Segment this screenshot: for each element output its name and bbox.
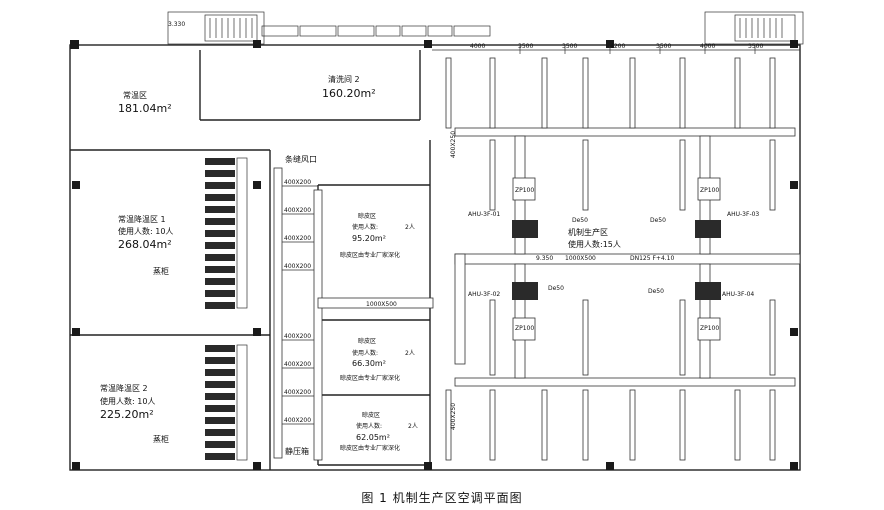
drying3-users: 使用人数: [356, 422, 382, 430]
room-cleaning-area: 160.20m² [322, 87, 376, 100]
strip-outlet-label: 条缝风口 [285, 154, 317, 164]
room-cool2-cabinet: 蒸柜 [153, 434, 169, 444]
dim-1: 4000 [470, 43, 485, 50]
room-cleaning-name: 清洗间 2 [328, 74, 360, 84]
drying1-count: 2人 [405, 224, 415, 231]
steam-cabinets-1 [205, 157, 248, 309]
level-mark: 9.350 [536, 255, 553, 262]
drying3-name: 晾皮区 [362, 411, 380, 419]
drying1-area: 95.20m² [352, 234, 386, 243]
pipe-note: DN125 F+4.10 [630, 255, 674, 262]
drying2-users: 使用人数: [352, 349, 378, 357]
drying3-count: 2人 [408, 423, 418, 430]
stairwell-right [704, 11, 804, 45]
drying2-count: 2人 [405, 350, 415, 357]
drying2-note: 晾皮区由专业厂家深化 [340, 374, 400, 382]
dim-3: 3500 [562, 43, 577, 50]
production-users: 使用人数:15人 [568, 239, 621, 249]
zp100-3: ZP100 [700, 187, 719, 194]
static-box-label: 静压箱 [285, 446, 309, 456]
room-normal-temp-name: 常温区 [123, 91, 147, 100]
room-cool1-area: 268.04m² [118, 238, 172, 251]
room-cool1-users: 使用人数: 10人 [118, 226, 173, 236]
main-supply-duct [454, 127, 801, 387]
duct-main-size: 1000X500 [366, 301, 397, 308]
room-cool1-name: 常温降温区 1 [118, 214, 166, 224]
hvac-floor-plan: 3.330 常温区 181.04m² 清洗间 2 160.20m² 常温降温区 … [69, 11, 804, 471]
de50-2: De50 [650, 217, 666, 224]
duct-size-3: 400X200 [284, 235, 311, 242]
de50-3: De50 [548, 285, 564, 292]
dim-4: 4200 [610, 43, 625, 50]
room-normal-temp-area: 181.04m² [118, 102, 172, 115]
duct-size-1: 400X200 [284, 179, 311, 186]
zp100-4: ZP100 [700, 325, 719, 332]
ahu02-label: AHU-3F-02 [468, 291, 500, 298]
ahu-units [512, 177, 721, 341]
top-equipment-labels [261, 25, 491, 37]
dim-2: 3500 [518, 43, 533, 50]
drying2-name: 晾皮区 [358, 337, 376, 345]
branch-duct-size: 400X250 [450, 131, 457, 158]
main-pipe-label: 1000X500 [565, 255, 596, 262]
drying3-area: 62.05m² [356, 433, 390, 442]
duct-size-7: 400X200 [284, 389, 311, 396]
duct-size-4: 400X200 [284, 263, 311, 270]
branch-ducts [445, 57, 776, 461]
label-elev-top: 3.330 [168, 21, 185, 28]
dim-7: 3500 [748, 43, 763, 50]
duct-size-6: 400X200 [284, 361, 311, 368]
duct-size-8: 400X200 [284, 417, 311, 424]
drying1-note: 晾皮区由专业厂家深化 [340, 251, 400, 259]
room-cool1-cabinet: 蒸柜 [153, 266, 169, 276]
ahu04-label: AHU-3F-04 [722, 291, 754, 298]
strip-outlet-ducts [273, 167, 434, 461]
dim-6: 4000 [700, 43, 715, 50]
de50-4: De50 [648, 288, 664, 295]
drying1-users: 使用人数: [352, 223, 378, 231]
duct-size-5: 400X200 [284, 333, 311, 340]
top-dimension-line [432, 46, 800, 54]
room-cool2-name: 常温降温区 2 [100, 383, 148, 393]
figure-caption: 图 1 机制生产区空调平面图 [361, 491, 523, 505]
duct-size-2: 400X200 [284, 207, 311, 214]
de50-1: De50 [572, 217, 588, 224]
branch-duct-size-2: 400X250 [450, 403, 457, 430]
steam-cabinets-2 [205, 344, 248, 461]
ahu01-label: AHU-3F-01 [468, 211, 500, 218]
room-cool2-area: 225.20m² [100, 408, 154, 421]
production-name: 机制生产区 [568, 227, 608, 237]
zp100-1: ZP100 [515, 187, 534, 194]
room-cool2-users: 使用人数: 10人 [100, 396, 155, 406]
dim-5: 3500 [656, 43, 671, 50]
drying3-note: 晾皮区由专业厂家深化 [340, 444, 400, 452]
drying1-name: 晾皮区 [358, 212, 376, 220]
structural-columns [70, 40, 798, 470]
drying2-area: 66.30m² [352, 359, 386, 368]
ahu03-label: AHU-3F-03 [727, 211, 759, 218]
zp100-2: ZP100 [515, 325, 534, 332]
stairwell-left [167, 11, 265, 45]
